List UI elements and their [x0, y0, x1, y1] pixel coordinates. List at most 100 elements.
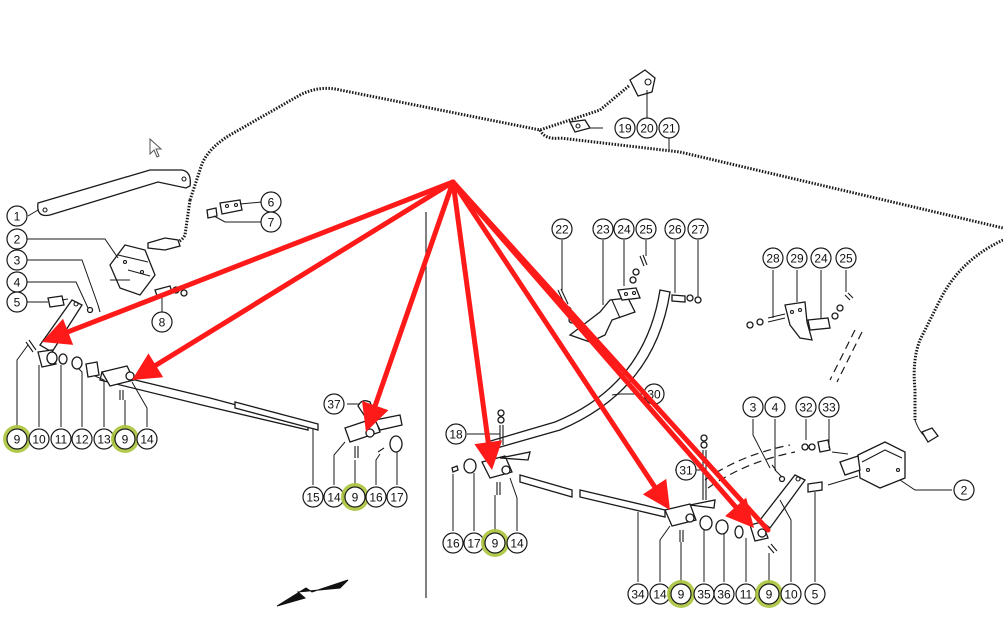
callout-part-10: 10 — [28, 428, 50, 450]
bolt-part-5 — [47, 295, 69, 308]
callout-part-17: 17 — [463, 532, 485, 554]
callout-part-14: 14 — [506, 532, 528, 554]
plate-part-24 — [617, 254, 648, 301]
callout-circle — [613, 218, 635, 240]
annotation-arrow — [450, 179, 670, 510]
arrow-shaft — [65, 179, 456, 335]
callout-circle — [260, 211, 282, 233]
callout-part-28: 28 — [762, 247, 784, 269]
callout-part-17: 17 — [386, 486, 408, 508]
callout-circle — [323, 393, 345, 415]
callout-number: 14 — [653, 588, 667, 602]
callout-number: 3 — [750, 401, 757, 415]
cable-harness — [164, 83, 1003, 441]
callout-circle — [386, 486, 408, 508]
callout-number: 9 — [492, 537, 499, 551]
callout-number: 4 — [14, 276, 21, 290]
annotation-arrows — [42, 179, 771, 533]
callout-part-5: 5 — [804, 583, 826, 605]
callout-number: 9 — [14, 433, 21, 447]
annotation-arrow — [450, 179, 771, 533]
callout-part-2: 2 — [953, 479, 975, 501]
callout-part-12: 12 — [71, 428, 93, 450]
bracket-part-1 — [37, 169, 191, 217]
callout-number: 31 — [679, 464, 693, 478]
callout-number: 17 — [390, 491, 404, 505]
callout-number: 33 — [822, 401, 836, 415]
callout-number: 3 — [14, 254, 21, 268]
callout-number: 26 — [668, 223, 682, 237]
callout-circle — [713, 583, 735, 605]
callout-number: 34 — [631, 588, 645, 602]
callout-number: 4 — [772, 401, 779, 415]
callout-part-5: 5 — [6, 291, 28, 313]
callout-part-31: 31 — [675, 459, 697, 481]
callout-part-14: 14 — [649, 583, 671, 605]
callout-circle — [810, 247, 832, 269]
callout-circle — [795, 396, 817, 418]
callout-number: 9 — [352, 491, 359, 505]
bolts-part-26-27 — [671, 294, 702, 304]
callout-number: 32 — [799, 401, 813, 415]
callout-number: 17 — [467, 537, 481, 551]
callout-part-18: 18 — [445, 423, 467, 445]
callout-circle — [6, 205, 28, 227]
callout-circle — [28, 428, 50, 450]
callout-circle — [151, 311, 173, 333]
annotation-arrow — [450, 179, 503, 470]
callout-circle — [742, 396, 764, 418]
callout-number: 16 — [369, 491, 383, 505]
callout-part-19: 19 — [614, 117, 636, 139]
mouse-cursor-icon — [149, 137, 163, 158]
callout-circle — [136, 428, 158, 450]
callout-circle — [365, 486, 387, 508]
arrow-head — [361, 400, 389, 432]
callout-part-13: 13 — [93, 428, 115, 450]
callout-number: 23 — [596, 223, 610, 237]
callout-circle — [114, 428, 136, 450]
callout-number: 11 — [55, 433, 68, 447]
arrow-head — [642, 478, 670, 510]
clip-part-19 — [569, 119, 592, 133]
callout-circle — [6, 249, 28, 271]
switch-box-part-2-right — [801, 427, 939, 489]
callout-circle — [780, 583, 802, 605]
callout-part-25: 25 — [835, 247, 857, 269]
callout-circle — [6, 291, 28, 313]
callout-part-22: 22 — [551, 218, 573, 240]
callout-number: 6 — [268, 196, 275, 210]
annotation-arrow — [42, 179, 456, 345]
callout-number: 14 — [140, 433, 154, 447]
callout-part-34: 34 — [627, 583, 649, 605]
callout-part-35: 35 — [693, 583, 715, 605]
callout-circle — [664, 218, 686, 240]
callout-number: 11 — [740, 588, 753, 602]
callout-part-7: 7 — [260, 211, 282, 233]
callout-number: 14 — [327, 491, 341, 505]
callout-circle — [804, 583, 826, 605]
callout-number: 21 — [662, 122, 676, 136]
arrow-head — [42, 318, 74, 345]
callout-highlighted-part-9: 9 — [3, 425, 31, 453]
callout-circle — [687, 218, 709, 240]
callout-number: 14 — [510, 537, 524, 551]
arrow-shaft — [450, 179, 658, 490]
direction-arrow-icon — [276, 579, 349, 607]
annotation-arrow — [361, 179, 456, 432]
dashed-rod-outline — [704, 329, 863, 489]
callout-part-11: 11 — [735, 583, 757, 605]
arrow-head — [132, 353, 164, 380]
callout-circle — [762, 247, 784, 269]
callout-number: 15 — [306, 491, 320, 505]
callout-circle — [592, 218, 614, 240]
switch-box-part-2 — [109, 237, 181, 296]
shaft-assembly-right — [451, 409, 823, 554]
callout-part-3: 3 — [742, 396, 764, 418]
arrow-shaft — [372, 179, 456, 409]
callout-circle — [758, 583, 780, 605]
callout-number: 1 — [14, 210, 21, 224]
callout-circle — [627, 583, 649, 605]
callout-part-24: 24 — [810, 247, 832, 269]
